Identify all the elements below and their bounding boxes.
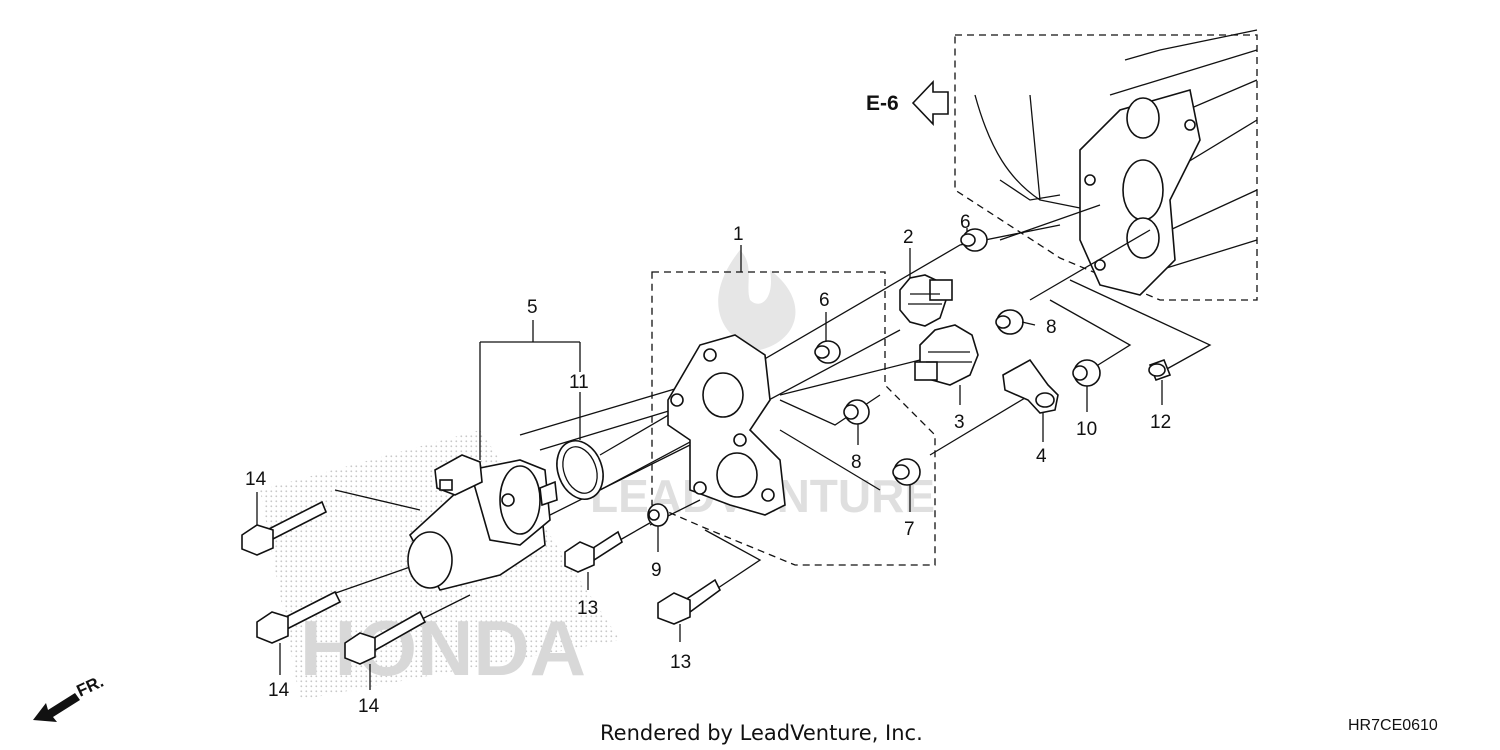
reference-arrow-e6[interactable]: E-6 — [866, 80, 949, 126]
callout-6-upper: 6 — [960, 212, 971, 233]
bearing-6-lower — [814, 340, 841, 364]
callout-14-bottom: 14 — [358, 696, 380, 717]
bolt-13-lower — [657, 578, 722, 625]
bolt-14-middle — [256, 590, 342, 644]
cover-assembly-box — [651, 271, 936, 566]
callout-10: 10 — [1076, 419, 1097, 440]
washer-10 — [1072, 359, 1101, 387]
callout-13-lower: 13 — [670, 652, 691, 673]
bearing-6-upper — [960, 228, 988, 252]
callout-9: 9 — [651, 560, 662, 581]
svg-text:E-6: E-6 — [866, 92, 899, 115]
callout-6-lower: 6 — [819, 290, 830, 311]
bearing-8-lower — [843, 399, 870, 425]
callout-7: 7 — [904, 519, 915, 540]
diagram-code: HR7CE0610 — [1348, 717, 1438, 734]
bearing-7 — [892, 458, 921, 486]
gear-cover — [667, 334, 786, 516]
bolt-14-top — [241, 500, 328, 556]
rendered-by-footer: Rendered by LeadVenture, Inc. — [600, 721, 923, 745]
callout-3: 3 — [954, 412, 965, 433]
gear-3 — [914, 324, 979, 386]
callout-12: 12 — [1150, 412, 1171, 433]
bolt-14-bottom — [344, 610, 427, 665]
o-ring — [556, 440, 604, 500]
callout-8-lower: 8 — [851, 452, 862, 473]
callout-4: 4 — [1036, 446, 1047, 467]
bearing-8-upper — [995, 309, 1024, 335]
bolt-13-upper — [564, 530, 623, 573]
callout-2: 2 — [903, 227, 914, 248]
leader-5 — [479, 320, 581, 460]
callout-13-upper: 13 — [577, 598, 598, 619]
starter-motor — [407, 454, 558, 591]
front-direction-arrow: FR. — [33, 672, 107, 722]
callout-14-top: 14 — [245, 469, 267, 490]
svg-text:FR.: FR. — [74, 672, 107, 701]
shift-lever — [1002, 358, 1059, 414]
gear-2 — [899, 274, 953, 327]
callout-1: 1 — [733, 224, 744, 245]
callout-5: 5 — [527, 297, 538, 318]
leader-8a — [1021, 321, 1036, 326]
callout-8-upper: 8 — [1046, 317, 1057, 338]
callout-11: 11 — [569, 372, 589, 393]
dowel-pin-12 — [1148, 358, 1172, 382]
callout-14-middle: 14 — [268, 680, 290, 701]
crankcase-housing — [954, 29, 1258, 301]
svg-text:HONDA: HONDA — [300, 604, 586, 692]
washer-9 — [647, 503, 669, 527]
